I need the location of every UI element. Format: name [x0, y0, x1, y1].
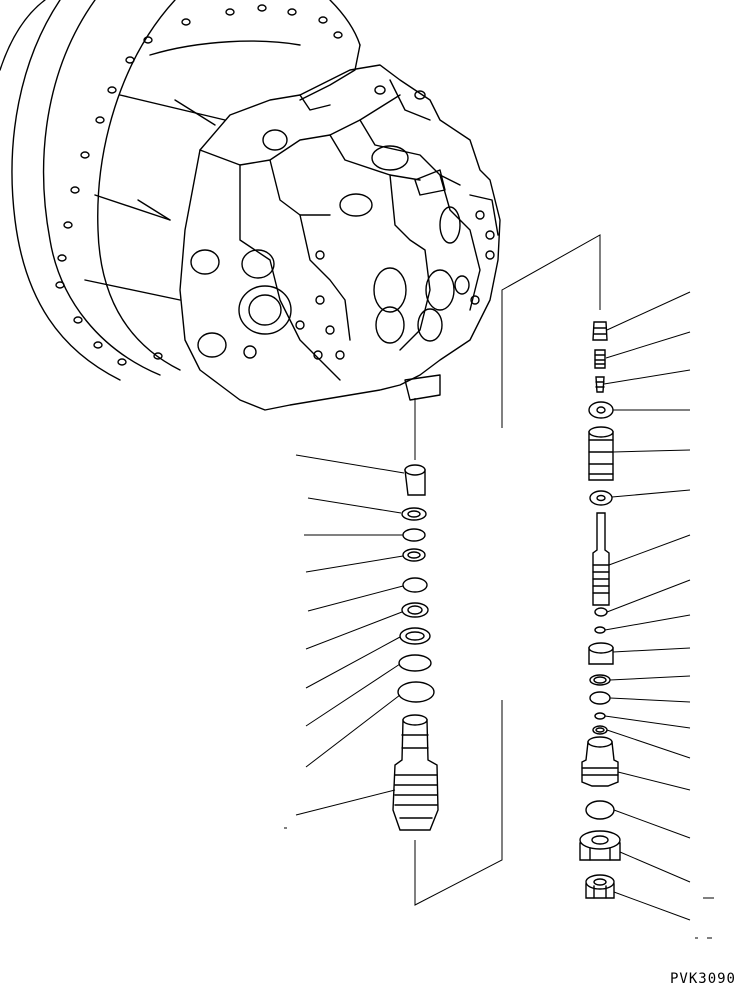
right-assembly-bracket — [501, 234, 601, 428]
left-leader-lines — [295, 454, 405, 816]
drawing-code: PVK3090 — [669, 971, 736, 987]
right-parts-stack — [579, 321, 621, 899]
valve-block — [179, 64, 501, 411]
left-parts-stack — [392, 464, 439, 831]
right-leader-lines — [284, 291, 714, 939]
flange-bolt-holes — [55, 4, 343, 366]
left-assembly-axis — [414, 398, 503, 906]
motor-housing — [0, 0, 361, 381]
